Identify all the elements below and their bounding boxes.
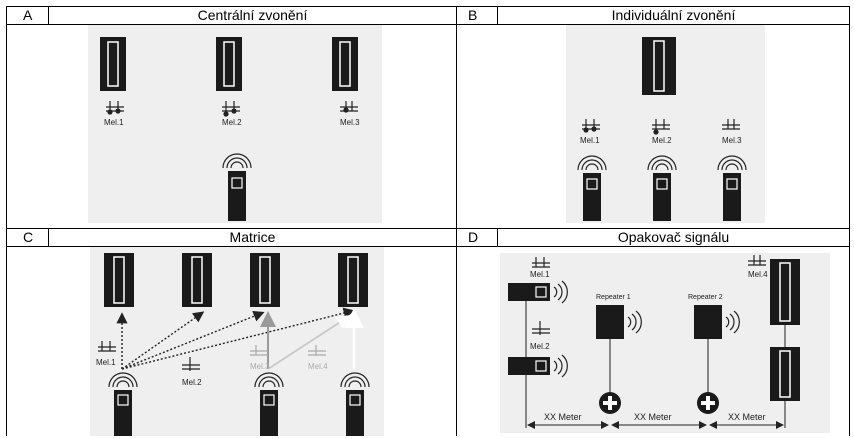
wireless-receiver-2 <box>508 357 550 375</box>
signal-arrow <box>121 307 355 370</box>
distance-label: XX Meter <box>544 412 582 422</box>
panel-a-diagram: Mel.1 Mel.2 Mel.3 <box>88 25 382 223</box>
power-plug-icon <box>697 392 719 414</box>
door-chime-3 <box>250 253 280 307</box>
door-chime-1 <box>100 37 126 91</box>
wireless-signal-icon <box>340 372 370 388</box>
cell-divider <box>497 228 498 246</box>
panel-title: Individuální zvonění <box>611 7 736 23</box>
panel-letter: D <box>468 229 479 245</box>
signal-arrow <box>121 311 205 370</box>
repeater-label: Repeater 2 <box>688 294 723 301</box>
wireless-receiver-1 <box>508 283 550 301</box>
door-chime-2 <box>216 37 242 91</box>
diagram-table: A Centrální zvonění B Individuální zvoně… <box>6 6 850 436</box>
melody-label: Mel.1 <box>96 358 116 367</box>
wireless-signal-icon <box>725 310 740 334</box>
melody-label: Mel.1 <box>530 270 550 279</box>
doorbell-push-button <box>260 390 278 436</box>
melody-note-icon <box>652 119 670 135</box>
melody-note-icon <box>222 101 240 117</box>
doorbell-push-button <box>723 173 741 221</box>
melody-note-icon <box>722 119 740 130</box>
melody-note-icon <box>340 101 358 113</box>
wireless-signal-icon <box>553 354 568 378</box>
melody-label: Mel.4 <box>748 270 768 279</box>
repeater-label: Repeater 1 <box>596 294 631 301</box>
wireless-signal-icon <box>254 372 284 388</box>
melody-note-icon <box>532 257 550 268</box>
door-chime-1 <box>104 253 134 307</box>
melody-note-icon <box>182 357 200 371</box>
wireless-signal-icon <box>577 155 607 171</box>
wireless-signal-icon <box>108 372 138 388</box>
repeater-2 <box>694 305 722 339</box>
wireless-signal-icon <box>627 310 642 334</box>
cell-divider <box>48 228 49 246</box>
doorbell-push-button <box>653 173 671 221</box>
table-border-left <box>6 6 7 436</box>
table-middle-line <box>6 228 850 229</box>
panel-b-diagram: Mel.1 Mel.2 Mel.3 <box>566 25 765 223</box>
panel-background <box>90 247 384 436</box>
melody-note-icon <box>582 119 600 133</box>
door-chime <box>642 37 676 95</box>
door-chime-4 <box>338 253 368 307</box>
wireless-signal-icon <box>222 153 252 169</box>
melody-label: Mel.3 <box>250 362 270 371</box>
doorbell-push-button <box>228 171 246 221</box>
panel-title: Centrální zvonění <box>197 7 308 23</box>
melody-note-icon <box>532 321 550 335</box>
melody-label: Mel.3 <box>722 136 742 145</box>
panel-letter: B <box>468 7 478 23</box>
melody-label: Mel.2 <box>182 378 202 387</box>
wireless-signal-icon <box>717 155 747 171</box>
door-chime-3 <box>332 37 358 91</box>
melody-note-icon <box>308 345 326 356</box>
repeater-1 <box>596 305 624 339</box>
melody-note-icon <box>106 101 124 115</box>
panel-c-diagram: Mel.1 Mel.2 Mel.3 Mel.4 <box>90 247 384 436</box>
wireless-signal-icon <box>647 155 677 171</box>
melody-note-icon <box>748 255 766 266</box>
melody-label: Mel.2 <box>222 118 242 127</box>
melody-label: Mel.1 <box>580 136 600 145</box>
melody-label: Mel.2 <box>530 342 550 351</box>
table-border-right <box>849 6 850 436</box>
door-chime-bottom <box>770 347 800 401</box>
signal-arrow <box>267 315 352 370</box>
melody-label: Mel.3 <box>340 118 360 127</box>
table-header-line-2 <box>6 246 850 247</box>
wireless-signal-icon <box>553 280 568 304</box>
panel-title: Matrice <box>229 229 276 245</box>
distance-label: XX Meter <box>634 412 672 422</box>
table-border-top <box>6 6 850 7</box>
distance-label: XX Meter <box>728 412 766 422</box>
melody-note-icon <box>250 345 268 356</box>
melody-label: Mel.2 <box>652 136 672 145</box>
panel-title: Opakovač signálu <box>617 229 730 245</box>
doorbell-push-button <box>583 173 601 221</box>
melody-note-icon <box>98 341 116 352</box>
cell-divider <box>48 6 49 24</box>
melody-label: Mel.1 <box>104 118 124 127</box>
signal-arrow <box>121 310 265 370</box>
panel-letter: C <box>23 229 34 245</box>
panel-d-diagram: Mel.1 Mel.2 Mel.4 Repeater 1 Repeater 2 … <box>500 253 830 433</box>
cell-divider <box>497 6 498 24</box>
power-plug-icon <box>599 392 621 414</box>
doorbell-push-button <box>114 390 132 436</box>
melody-label: Mel.4 <box>308 362 328 371</box>
doorbell-push-button <box>346 390 364 436</box>
door-chime-top <box>770 259 800 325</box>
table-middle-divider <box>456 6 457 436</box>
table-header-line <box>6 24 850 25</box>
door-chime-2 <box>182 253 212 307</box>
panel-letter: A <box>23 7 33 23</box>
